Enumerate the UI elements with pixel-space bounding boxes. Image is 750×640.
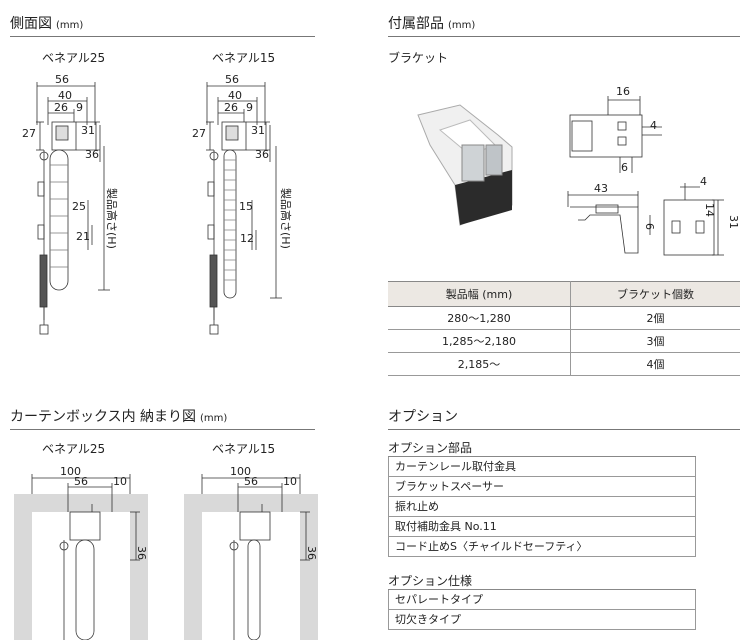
options-parts-label: オプション部品: [388, 441, 473, 455]
dim-box15-100: 100: [230, 465, 251, 478]
parts-title: 付属部品(mm): [388, 16, 476, 32]
dim-25-31: 31: [81, 124, 95, 137]
bracket-side-view: [567, 191, 639, 254]
box-title: カーテンボックス内 納まり図(mm): [10, 409, 228, 425]
model-label-15: ベネアル15: [212, 51, 276, 65]
dim-15-56: 56: [225, 73, 239, 86]
list-item: セパレートタイプ: [388, 590, 696, 610]
list-item: 取付補助金具 No.11: [388, 517, 696, 537]
dim-25-36: 36: [85, 148, 99, 161]
dim-15-31: 31: [251, 124, 265, 137]
table-row: 280～1,280 2個: [388, 306, 740, 330]
list-item: コード止めS〈チャイルドセーフティ〉: [388, 537, 696, 557]
box-rule: [10, 429, 315, 430]
bracket-front-view: [569, 96, 662, 173]
dim-15-range: 製品高さ(H): [279, 188, 293, 249]
dim-box25-36: 36: [135, 546, 148, 560]
options-rule: [388, 429, 740, 430]
dim-box15-10: 10: [283, 475, 297, 488]
bracket-photo: [417, 104, 513, 226]
options-parts-list: カーテンレール取付金具 ブラケットスペーサー 振れ止め 取付補助金具 No.11…: [388, 456, 696, 557]
dim-15-pitch: 12: [240, 232, 254, 245]
box-diagram: 100 56 10 36 100 56 10 36: [14, 465, 318, 640]
dim-25-27: 27: [22, 127, 36, 140]
dim-box15-56: 56: [244, 475, 258, 488]
side-view-title: 側面図(mm): [10, 16, 84, 32]
box-25: [14, 474, 148, 640]
table-cell-count: 4個: [570, 352, 740, 376]
table-cell-count: 2個: [570, 306, 740, 330]
dim-bracket-16: 16: [616, 85, 630, 98]
dim-25-slat: 25: [72, 200, 86, 213]
list-item: 切欠きタイプ: [388, 610, 696, 630]
dim-15-9: 9: [246, 101, 253, 114]
table-cell-width: 1,285～2,180: [388, 329, 571, 353]
dim-15-26: 26: [224, 101, 238, 114]
bracket-count-table: 製品幅 (mm) ブラケット個数 280～1,280 2個 1,285～2,18…: [388, 281, 740, 376]
dim-15-36: 36: [255, 148, 269, 161]
dim-box25-10: 10: [113, 475, 127, 488]
dim-box25-56: 56: [74, 475, 88, 488]
dim-bracket-43: 43: [594, 182, 608, 195]
side-view-rule: [10, 36, 315, 37]
box-model-label-25: ベネアル25: [42, 442, 106, 456]
side-view-diagram: 56 40 26 9 27 31 36 25 21 製品高さ(H): [22, 73, 293, 335]
table-cell-width: 280～1,280: [388, 306, 571, 330]
dim-15-27: 27: [192, 127, 206, 140]
box-15: [184, 474, 318, 640]
options-title: オプション: [388, 409, 458, 425]
dim-25-9: 9: [76, 101, 83, 114]
dim-15-slat: 15: [239, 200, 253, 213]
dim-bracket-6a: 6: [621, 161, 628, 174]
dim-15-40: 40: [228, 89, 242, 102]
list-item: 振れ止め: [388, 497, 696, 517]
dim-25-range: 製品高さ(H): [105, 188, 119, 249]
table-header-width: 製品幅 (mm): [388, 281, 571, 307]
table-row: 2,185～ 4個: [388, 352, 740, 376]
bracket-back-view: [649, 183, 724, 256]
table-row: 1,285～2,180 3個: [388, 329, 740, 353]
list-item: カーテンレール取付金具: [388, 457, 696, 477]
options-spec-label: オプション仕様: [388, 574, 473, 588]
dim-bracket-14: 14: [703, 203, 716, 217]
table-cell-width: 2,185～: [388, 352, 571, 376]
bracket-diagram: 16 4 6 43 4 6 14 31: [417, 85, 740, 256]
table-cell-count: 3個: [570, 329, 740, 353]
box-model-label-15: ベネアル15: [212, 442, 276, 456]
dim-bracket-6b: 6: [643, 223, 656, 230]
dim-25-56: 56: [55, 73, 69, 86]
side-view-25: [36, 82, 110, 335]
table-header-count: ブラケット個数: [570, 281, 740, 307]
side-view-15: [206, 82, 282, 335]
dim-bracket-31: 31: [727, 215, 740, 229]
parts-rule: [388, 36, 740, 37]
dim-bracket-4b: 4: [700, 175, 707, 188]
list-item: ブラケットスペーサー: [388, 477, 696, 497]
bracket-label: ブラケット: [388, 51, 449, 65]
dim-box25-100: 100: [60, 465, 81, 478]
dim-25-26: 26: [54, 101, 68, 114]
dim-box15-36: 36: [305, 546, 318, 560]
model-label-25: ベネアル25: [42, 51, 106, 65]
dim-25-pitch: 21: [76, 230, 90, 243]
options-spec-list: セパレートタイプ 切欠きタイプ: [388, 589, 696, 630]
dim-25-40: 40: [58, 89, 72, 102]
dim-bracket-4a: 4: [650, 119, 657, 132]
